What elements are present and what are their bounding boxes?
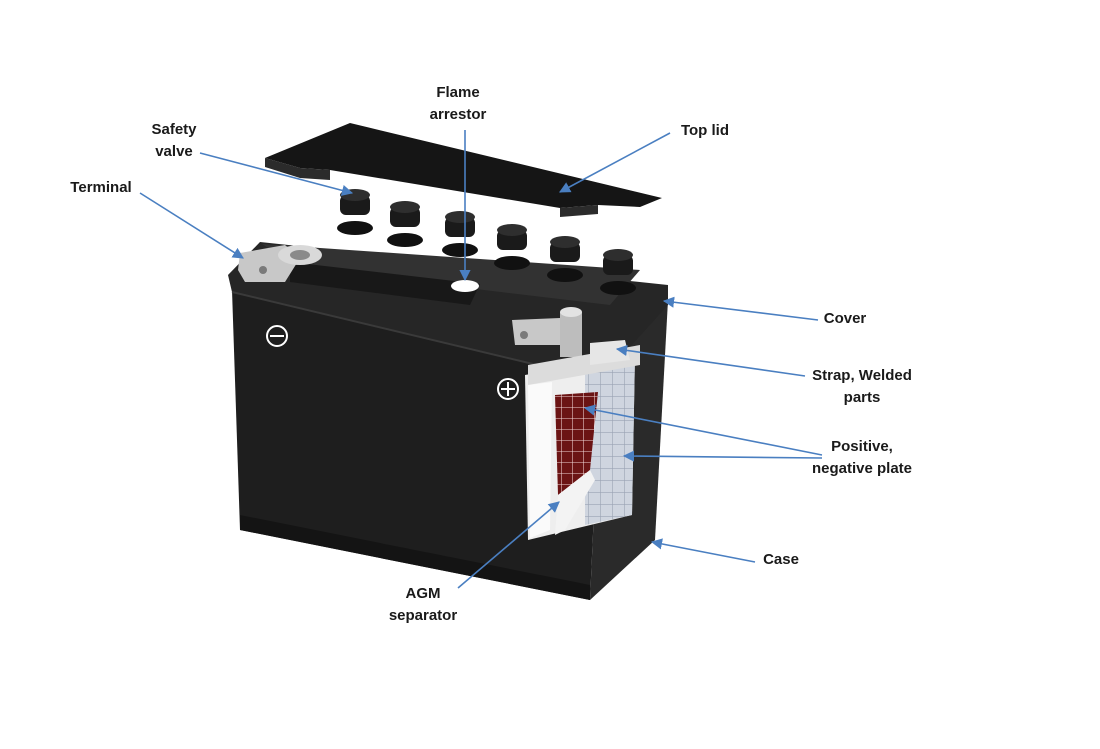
case-label: Case bbox=[763, 551, 799, 568]
cutaway-section bbox=[525, 340, 640, 540]
positive-negative-plate-label: Positive,negative plate bbox=[811, 438, 913, 477]
minus-symbol-icon bbox=[266, 325, 288, 347]
cover-label: Cover bbox=[823, 310, 867, 327]
leader-lines bbox=[139, 130, 823, 589]
positive-terminal bbox=[512, 307, 582, 357]
flame-arrestor bbox=[451, 280, 479, 292]
plus-symbol-icon bbox=[497, 378, 519, 400]
negative-terminal bbox=[238, 245, 322, 282]
terminal-label: Terminal bbox=[70, 179, 132, 196]
top-lid-label: Top lid bbox=[680, 122, 730, 139]
